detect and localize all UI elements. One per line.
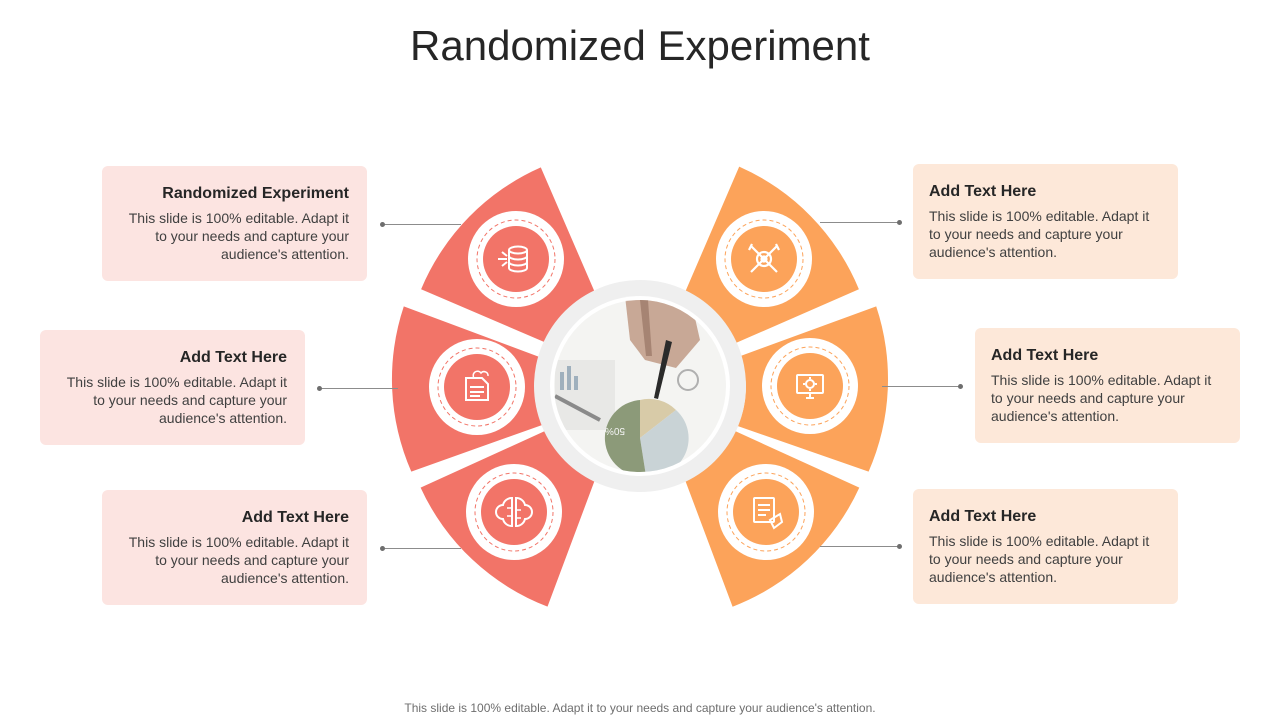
text-card-left-top: Randomized Experiment This slide is 100%…	[102, 166, 367, 281]
connector-right-bottom	[820, 546, 898, 547]
connector-left-middle	[320, 388, 398, 389]
text-card-left-bottom: Add Text Here This slide is 100% editabl…	[102, 490, 367, 605]
card-body: This slide is 100% editable. Adapt it to…	[991, 372, 1212, 424]
badge-left-top	[468, 211, 564, 307]
connector-left-top	[383, 224, 461, 225]
monitor-settings-icon	[796, 374, 824, 399]
connector-dot	[380, 546, 385, 551]
connector-left-bottom	[383, 548, 461, 549]
badge-right-top	[716, 211, 812, 307]
text-card-right-top: Add Text Here This slide is 100% editabl…	[913, 164, 1178, 279]
badge-left-middle	[429, 339, 525, 435]
connector-dot	[958, 384, 963, 389]
slide-title: Randomized Experiment	[410, 22, 870, 69]
connector-dot	[897, 220, 902, 225]
connector-dot	[317, 386, 322, 391]
text-card-right-middle: Add Text Here This slide is 100% editabl…	[975, 328, 1240, 443]
card-title: Add Text Here	[991, 347, 1099, 364]
card-body: This slide is 100% editable. Adapt it to…	[128, 534, 349, 586]
center-photo: 50%	[534, 280, 746, 492]
badge-right-bottom	[718, 464, 814, 560]
card-title: Add Text Here	[929, 183, 1037, 200]
connector-right-top	[820, 222, 898, 223]
card-title: Add Text Here	[929, 508, 1037, 525]
card-body: This slide is 100% editable. Adapt it to…	[128, 210, 349, 262]
database-network-icon	[498, 245, 528, 273]
card-title: Add Text Here	[179, 349, 287, 366]
brain-circuit-icon	[495, 496, 533, 528]
tools-gear-icon	[748, 243, 780, 273]
text-card-left-middle: Add Text Here This slide is 100% editabl…	[40, 330, 305, 445]
checklist-hand-icon	[753, 497, 784, 530]
card-body: This slide is 100% editable. Adapt it to…	[66, 374, 287, 426]
badge-left-bottom	[466, 464, 562, 560]
footer-note: This slide is 100% editable. Adapt it to…	[404, 701, 876, 715]
text-card-right-bottom: Add Text Here This slide is 100% editabl…	[913, 489, 1178, 604]
badge-right-middle	[762, 338, 858, 434]
connector-dot	[380, 222, 385, 227]
card-title: Add Text Here	[241, 509, 349, 526]
pie-label: 50%	[605, 425, 625, 436]
document-cloud-icon	[465, 370, 489, 401]
card-body: This slide is 100% editable. Adapt it to…	[929, 533, 1150, 585]
connector-dot	[897, 544, 902, 549]
connector-right-middle	[882, 386, 960, 387]
card-title: Randomized Experiment	[162, 185, 349, 202]
card-body: This slide is 100% editable. Adapt it to…	[929, 208, 1150, 260]
